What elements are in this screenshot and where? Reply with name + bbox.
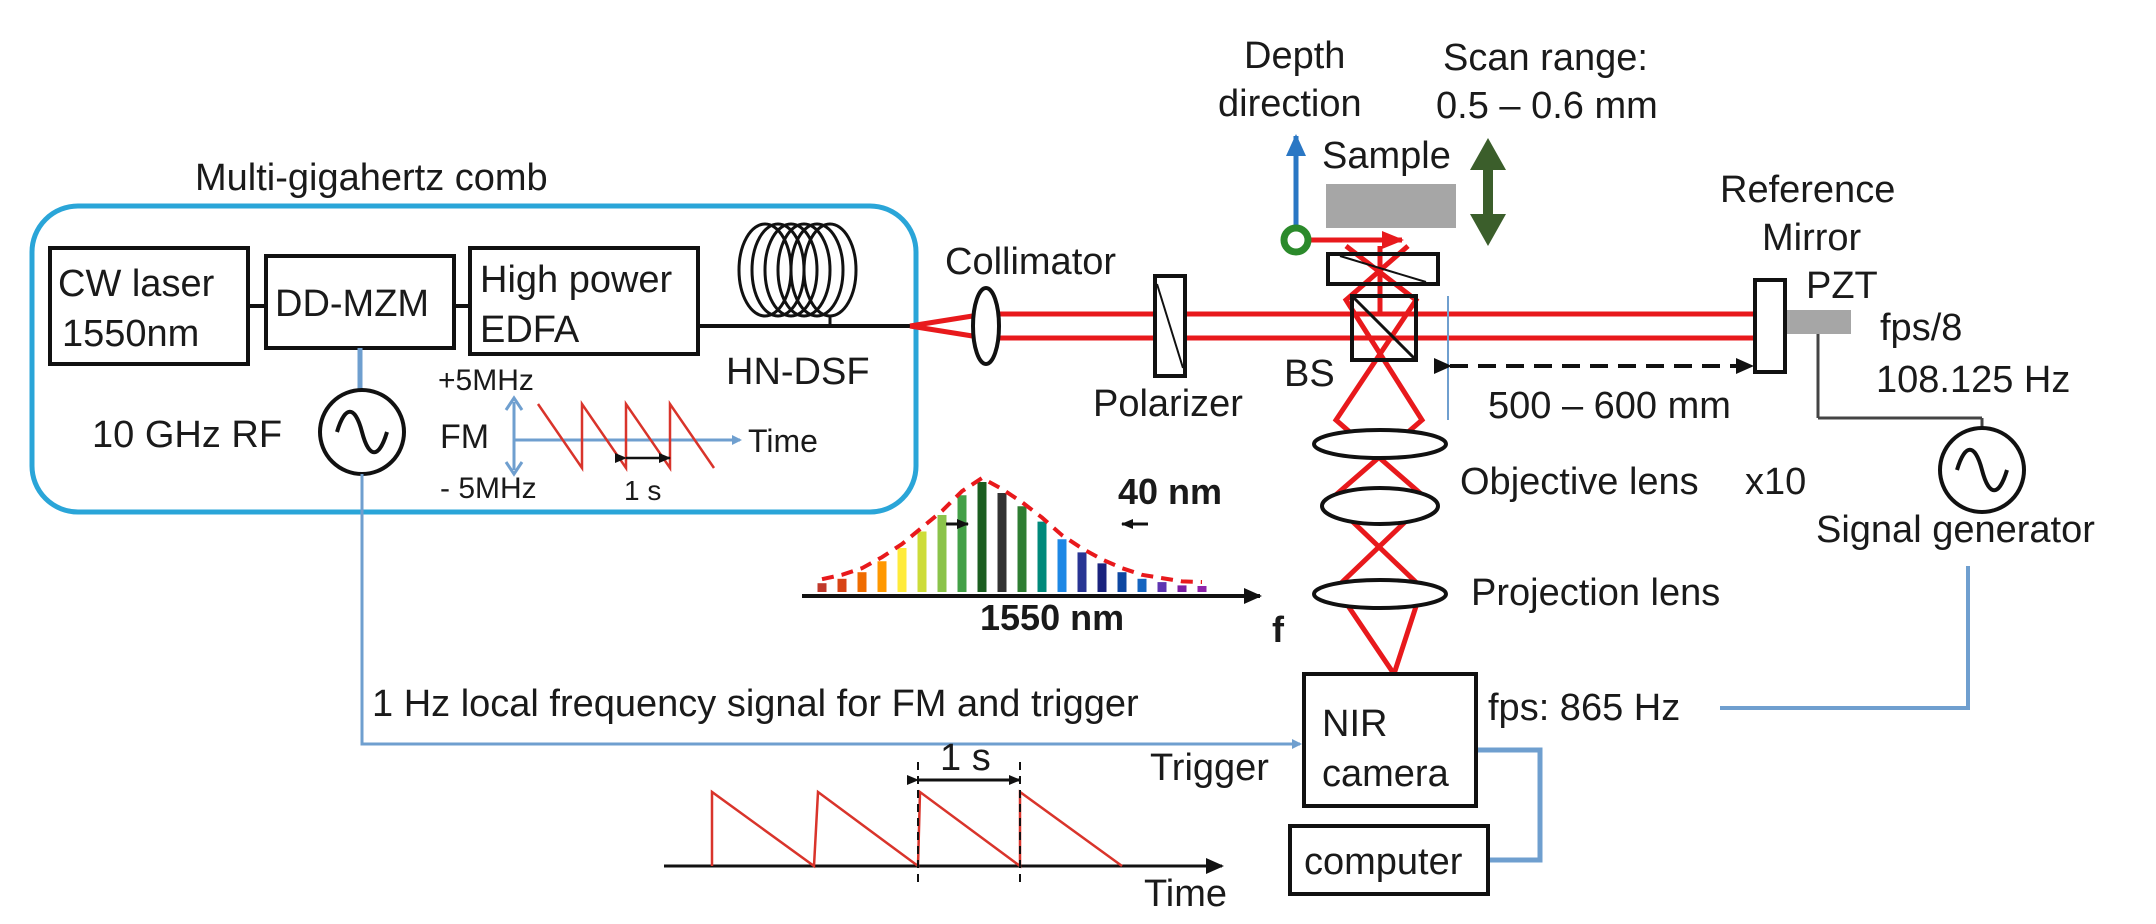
signal-generator-label: Signal generator: [1816, 509, 2095, 551]
trigger-label: Trigger: [1150, 747, 1269, 789]
bs-label: BS: [1284, 353, 1335, 395]
collimator-lens: [971, 286, 1001, 366]
sample-mount: [1326, 252, 1440, 286]
beam-splitter: [1350, 294, 1418, 362]
spectrum-axis-label: f: [1272, 609, 1285, 650]
camera-computer-link: [1478, 747, 1543, 863]
ddmzm-label: DD-MZM: [275, 283, 429, 325]
fps8-label-line2: 108.125 Hz: [1876, 359, 2070, 401]
fm-axis-top-arrow: [504, 395, 524, 411]
depth-label-line2: direction: [1218, 83, 1362, 125]
computer-box: [1288, 824, 1490, 896]
sample-mount-diagonal: [1339, 255, 1427, 283]
fm-axis-bottom-arrow: [504, 461, 524, 477]
collimator-label: Collimator: [945, 241, 1116, 283]
signal-generator-to-camera-line: [1720, 566, 1970, 710]
spectrum-envelope: [821, 475, 1203, 584]
polarizer-axis: [1156, 283, 1184, 369]
spectrum-width-label: 40 nm: [1118, 471, 1222, 512]
ddmzm-box: [264, 254, 456, 350]
edfa-label-line2: EDFA: [480, 309, 580, 351]
objective-lens-lower: [1320, 486, 1440, 526]
scan-range-arrow: [1470, 138, 1506, 246]
fps8-label-line1: fps/8: [1880, 307, 1962, 349]
sample-label: Sample: [1322, 135, 1451, 177]
comb-title: Multi-gigahertz comb: [195, 157, 548, 199]
camera-fps-label: fps: 865 Hz: [1488, 687, 1680, 729]
cw-laser-wavelength: 1550nm: [62, 313, 199, 355]
objective-lens-upper: [1312, 428, 1448, 460]
lf-signal-line: [360, 474, 1302, 749]
comb-spectrum: [817, 475, 1207, 592]
pzt-label: PZT: [1806, 265, 1878, 307]
nir-camera-box: [1302, 672, 1478, 808]
computer-label: computer: [1304, 841, 1463, 883]
fm-period-label: 1 s: [624, 475, 661, 506]
fm-minus-label: - 5MHz: [440, 472, 537, 505]
comb-group: Multi-gigahertz comb CW laser 1550nm DD-…: [29, 157, 919, 515]
camera-label-line1: NIR: [1322, 703, 1387, 745]
trigger-ramp-waveform: [710, 789, 1123, 869]
pzt-block: [1787, 310, 1851, 334]
edfa-label-line1: High power: [480, 259, 673, 301]
edfa-box: [468, 246, 700, 356]
scan-range-label-line1: Scan range:: [1443, 37, 1648, 79]
spectrum-center-label: 1550 nm: [980, 597, 1124, 638]
reference-label-line2: Mirror: [1762, 217, 1862, 259]
signal-generator-sine-icon: [1955, 448, 2009, 492]
comb-frame: [29, 203, 919, 515]
trigger-period-label: 1 s: [940, 737, 991, 779]
rf-sine-icon: [335, 410, 389, 454]
camera-label-line2: camera: [1322, 753, 1450, 795]
projection-label: Projection lens: [1471, 572, 1720, 614]
lf-signal-label: 1 Hz local frequency signal for FM and t…: [372, 683, 1139, 725]
reference-label-line1: Reference: [1720, 169, 1895, 211]
x10-label: x10: [1745, 461, 1806, 503]
projection-lens: [1312, 578, 1448, 610]
rf-label: 10 GHz RF: [92, 414, 282, 456]
objective-label: Objective lens: [1460, 461, 1699, 503]
polarizer-label: Polarizer: [1093, 383, 1243, 425]
fm-time-label: Time: [748, 423, 818, 459]
hndsf-coil: [737, 222, 858, 326]
fm-ramp-waveform: [536, 399, 716, 473]
scan-range-label-line2: 0.5 – 0.6 mm: [1436, 85, 1658, 127]
cw-laser-box: [48, 246, 250, 366]
sample-block: [1326, 184, 1456, 228]
fm-label: FM: [440, 418, 489, 456]
beam-splitter-diagonal: [1350, 294, 1418, 362]
depth-origin-marker: [1280, 224, 1312, 256]
distance-label: 500 – 600 mm: [1488, 385, 1731, 427]
fm-plus-label: +5MHz: [438, 364, 534, 397]
cw-laser-label: CW laser: [58, 263, 215, 305]
reference-mirror: [1753, 278, 1787, 374]
hndsf-label: HN-DSF: [726, 351, 870, 393]
trigger-time-label: Time: [1144, 873, 1227, 915]
depth-label-line1: Depth: [1244, 35, 1345, 77]
